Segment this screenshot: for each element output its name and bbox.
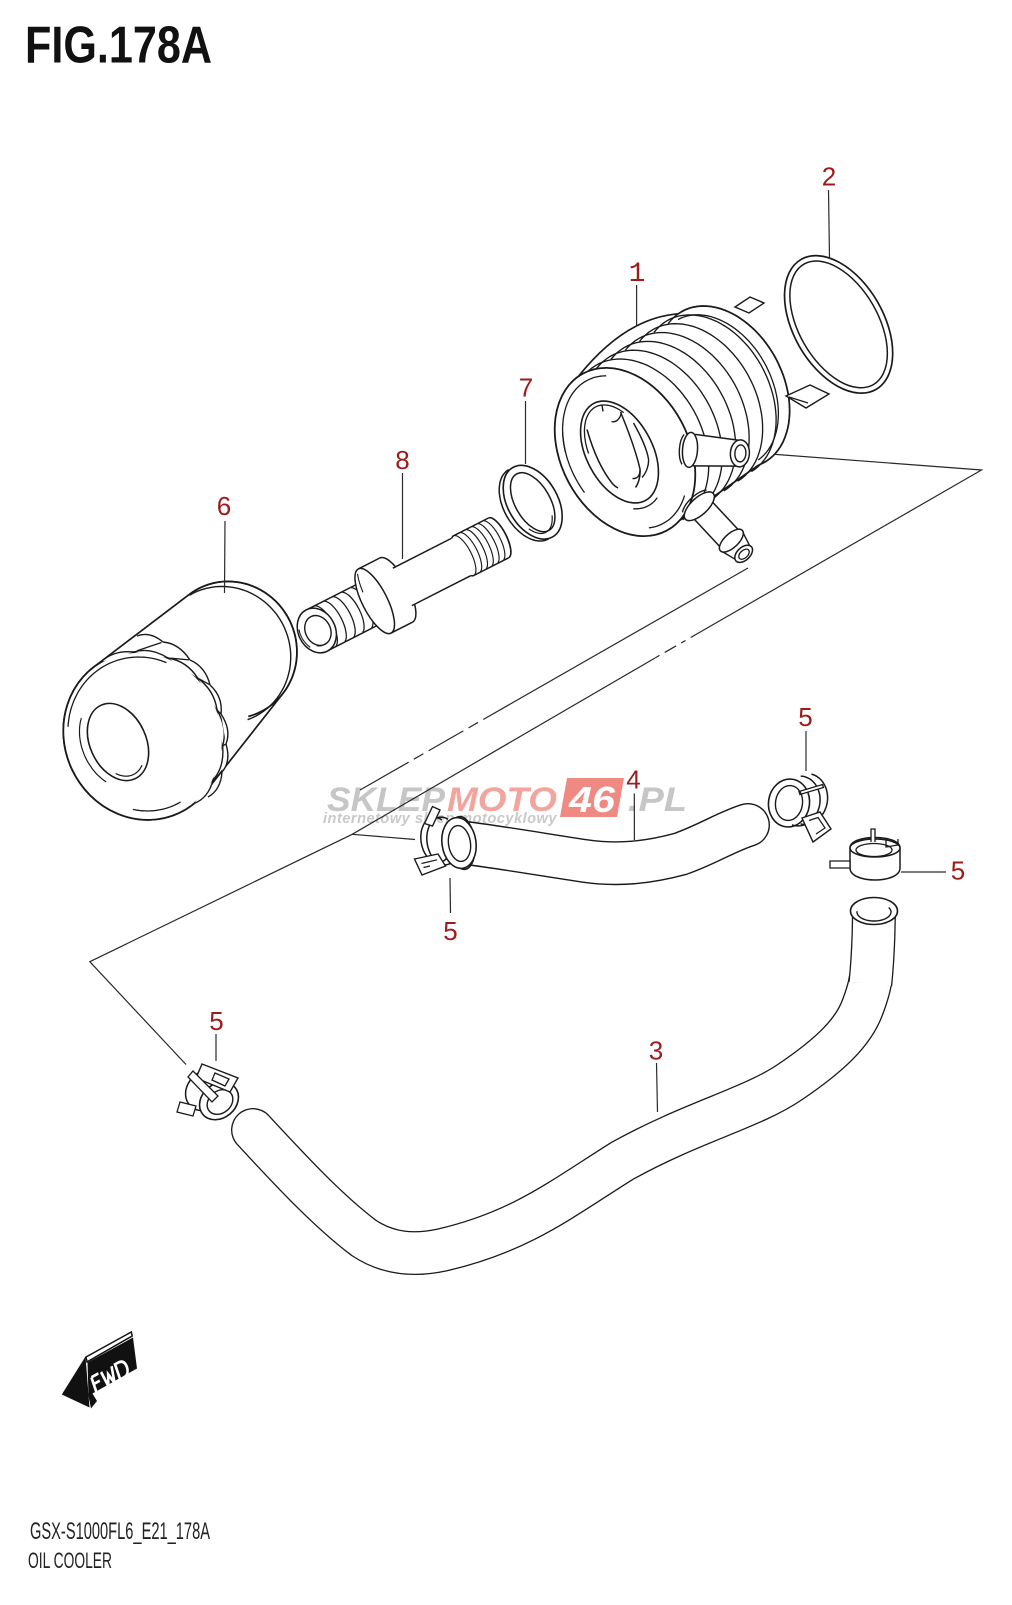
svg-text:7: 7 — [519, 373, 533, 403]
svg-text:46: 46 — [568, 779, 616, 820]
svg-text:5: 5 — [209, 1006, 223, 1036]
svg-text:6: 6 — [217, 491, 231, 521]
svg-text:5: 5 — [443, 916, 457, 946]
svg-text:4: 4 — [626, 765, 640, 795]
svg-text:1: 1 — [629, 259, 646, 290]
svg-text:2: 2 — [822, 162, 836, 192]
svg-text:OIL COOLER: OIL COOLER — [28, 1548, 112, 1573]
svg-text:5: 5 — [951, 856, 965, 886]
svg-text:GSX-S1000FL6_E21_178A: GSX-S1000FL6_E21_178A — [30, 1518, 210, 1545]
svg-text:3: 3 — [649, 1036, 663, 1066]
svg-text:8: 8 — [395, 445, 409, 475]
svg-text:5: 5 — [798, 702, 812, 732]
svg-text:FIG.178A: FIG.178A — [25, 17, 212, 75]
